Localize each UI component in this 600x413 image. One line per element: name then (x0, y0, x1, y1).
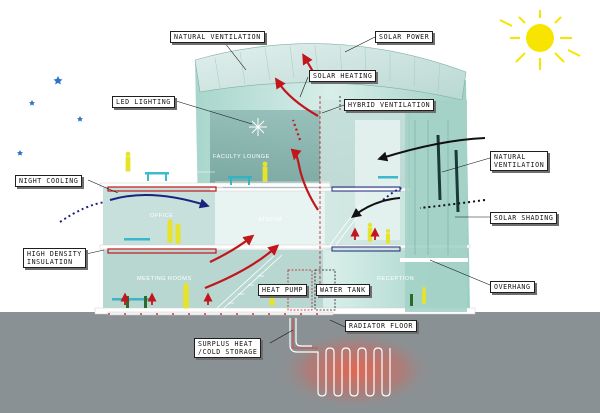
callout-natural-ventilation-side: NATURAL VENTILATION (490, 151, 549, 171)
callout-solar-heating: SOLAR HEATING (309, 70, 377, 82)
moon-icon (49, 112, 74, 143)
room-label-atrium: ATRIUM (258, 217, 283, 223)
callout-surplus-line1: SURPLUS HEAT (198, 340, 253, 348)
callout-high-density-line2: INSULATION (27, 258, 73, 266)
callout-solar-shading: SOLAR SHADING (490, 212, 558, 224)
callout-solar-power: SOLAR POWER (375, 31, 434, 43)
callout-high-density-insulation: HIGH DENSITY INSULATION (23, 248, 86, 268)
room-label-office: OFFICE (150, 213, 174, 219)
warm-airflow-arrows (204, 53, 319, 290)
callout-led-lighting: LED LIGHTING (112, 96, 175, 108)
led-light-icon (249, 118, 267, 136)
geothermal-loop (289, 318, 391, 397)
callout-natural-ventilation-roof: NATURAL VENTILATION (170, 31, 265, 43)
room-label-roof-terrace: ROOF TERRACE (143, 157, 194, 163)
radiator-lines (107, 186, 330, 315)
night-cooling-arrows (59, 187, 403, 223)
callout-hybrid-ventilation: HYBRID VENTILATION (344, 99, 435, 111)
stars-icon (17, 76, 83, 156)
geothermal-glow (275, 330, 435, 410)
callout-night-cooling: NIGHT COOLING (15, 175, 83, 187)
callout-water-tank: WATER TANK (316, 284, 370, 296)
room-label-reception: RECEPTION (377, 276, 415, 282)
callout-radiator-floor: RADIATOR FLOOR (345, 320, 417, 332)
room-label-faculty-lounge: FACULTY LOUNGE (213, 154, 270, 160)
callout-overhang: OVERHANG (490, 281, 535, 293)
room-label-meeting-rooms: MEETING ROOMS (137, 276, 192, 282)
sun-icon (499, 10, 581, 70)
callout-high-density-line1: HIGH DENSITY (27, 250, 82, 258)
natural-ventilation-arrows (350, 137, 486, 218)
callout-heat-pump: HEAT PUMP (258, 284, 308, 296)
people (125, 151, 426, 309)
leader-lines (85, 36, 491, 344)
callout-natural-ventilation-side-line2: VENTILATION (494, 161, 545, 169)
callout-surplus-line2: /COLD STORAGE (198, 348, 258, 356)
callout-surplus-heat-cold-storage: SURPLUS HEAT /COLD STORAGE (194, 338, 262, 358)
callout-natural-ventilation-side-line1: NATURAL (494, 153, 526, 161)
